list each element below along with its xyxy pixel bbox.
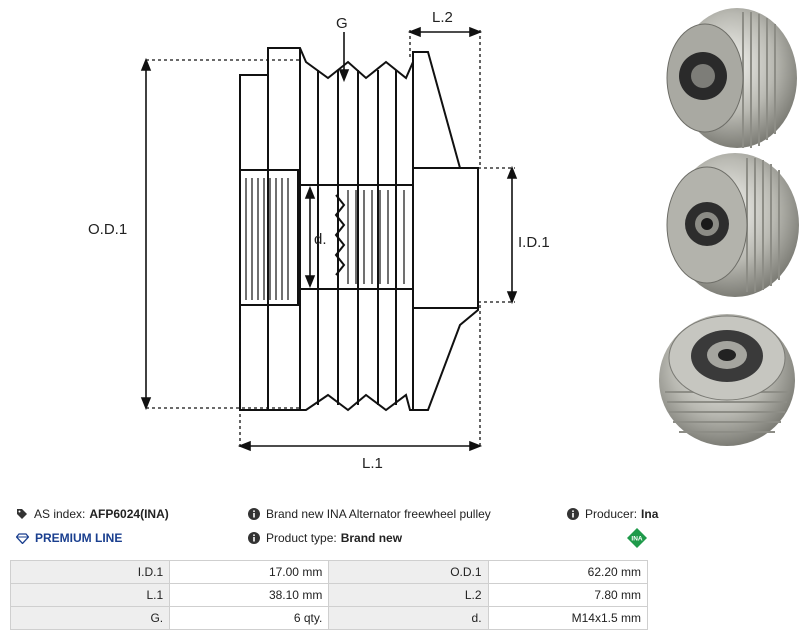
label-id1: I.D.1 (518, 234, 550, 251)
as-index-label: AS index: (34, 507, 86, 521)
table-row: L.1 38.10 mm L.2 7.80 mm (9, 583, 649, 607)
thread-profile (334, 194, 346, 276)
svg-text:INA: INA (631, 536, 643, 543)
as-index-row: AS index: AFP6024(INA) (16, 507, 169, 521)
right-collar (412, 167, 479, 309)
info-icon (567, 508, 579, 520)
producer-row: Producer: Ina (567, 507, 658, 521)
product-type-value: Brand new (340, 531, 403, 545)
spec-key: O.D.1 (328, 560, 489, 584)
product-type-row: Product type: Brand new (248, 531, 402, 545)
product-type-label: Product type: (266, 531, 337, 545)
info-icon (248, 532, 260, 544)
description-text: Brand new INA Alternator freewheel pulle… (266, 507, 491, 521)
label-od1: O.D.1 (88, 221, 127, 238)
spec-value: M14x1.5 mm (487, 606, 649, 630)
premium-line-label: PREMIUM LINE (35, 531, 123, 545)
diamond-icon (16, 532, 29, 544)
description-row: Brand new INA Alternator freewheel pulle… (248, 507, 491, 521)
spec-value: 7.80 mm (487, 583, 649, 607)
ina-logo: INA (627, 528, 647, 548)
producer-label: Producer: (585, 507, 638, 521)
spec-value: 6 qty. (169, 606, 330, 630)
spec-key: I.D.1 (9, 560, 171, 584)
spec-key: d. (328, 606, 489, 630)
spec-value: 17.00 mm (169, 560, 330, 584)
as-index-value: AFP6024(INA) (89, 507, 169, 521)
specs-table: I.D.1 17.00 mm O.D.1 62.20 mm L.1 38.10 … (9, 560, 649, 630)
spec-key: G. (9, 606, 171, 630)
label-l1: L.1 (362, 455, 383, 472)
info-icon (248, 508, 260, 520)
label-l2: L.2 (432, 9, 453, 26)
label-groove: G (336, 15, 348, 32)
product-photos (659, 8, 799, 446)
tag-icon (16, 508, 28, 520)
producer-value: Ina (641, 507, 659, 521)
table-row: I.D.1 17.00 mm O.D.1 62.20 mm (9, 560, 649, 584)
pulley-photo-back (659, 314, 795, 446)
spec-key: L.1 (9, 583, 171, 607)
pulley-photo-front (666, 153, 799, 297)
spec-value: 38.10 mm (169, 583, 330, 607)
table-row: G. 6 qty. d. M14x1.5 mm (9, 606, 649, 630)
spec-key: L.2 (328, 583, 489, 607)
pulley-photo-angled (666, 8, 797, 148)
spec-value: 62.20 mm (487, 560, 649, 584)
premium-line-row: PREMIUM LINE (16, 531, 122, 545)
technical-drawing: G L.2 O.D.1 d. I.D.1 L.1 (88, 9, 550, 472)
label-d: d. (314, 231, 327, 248)
